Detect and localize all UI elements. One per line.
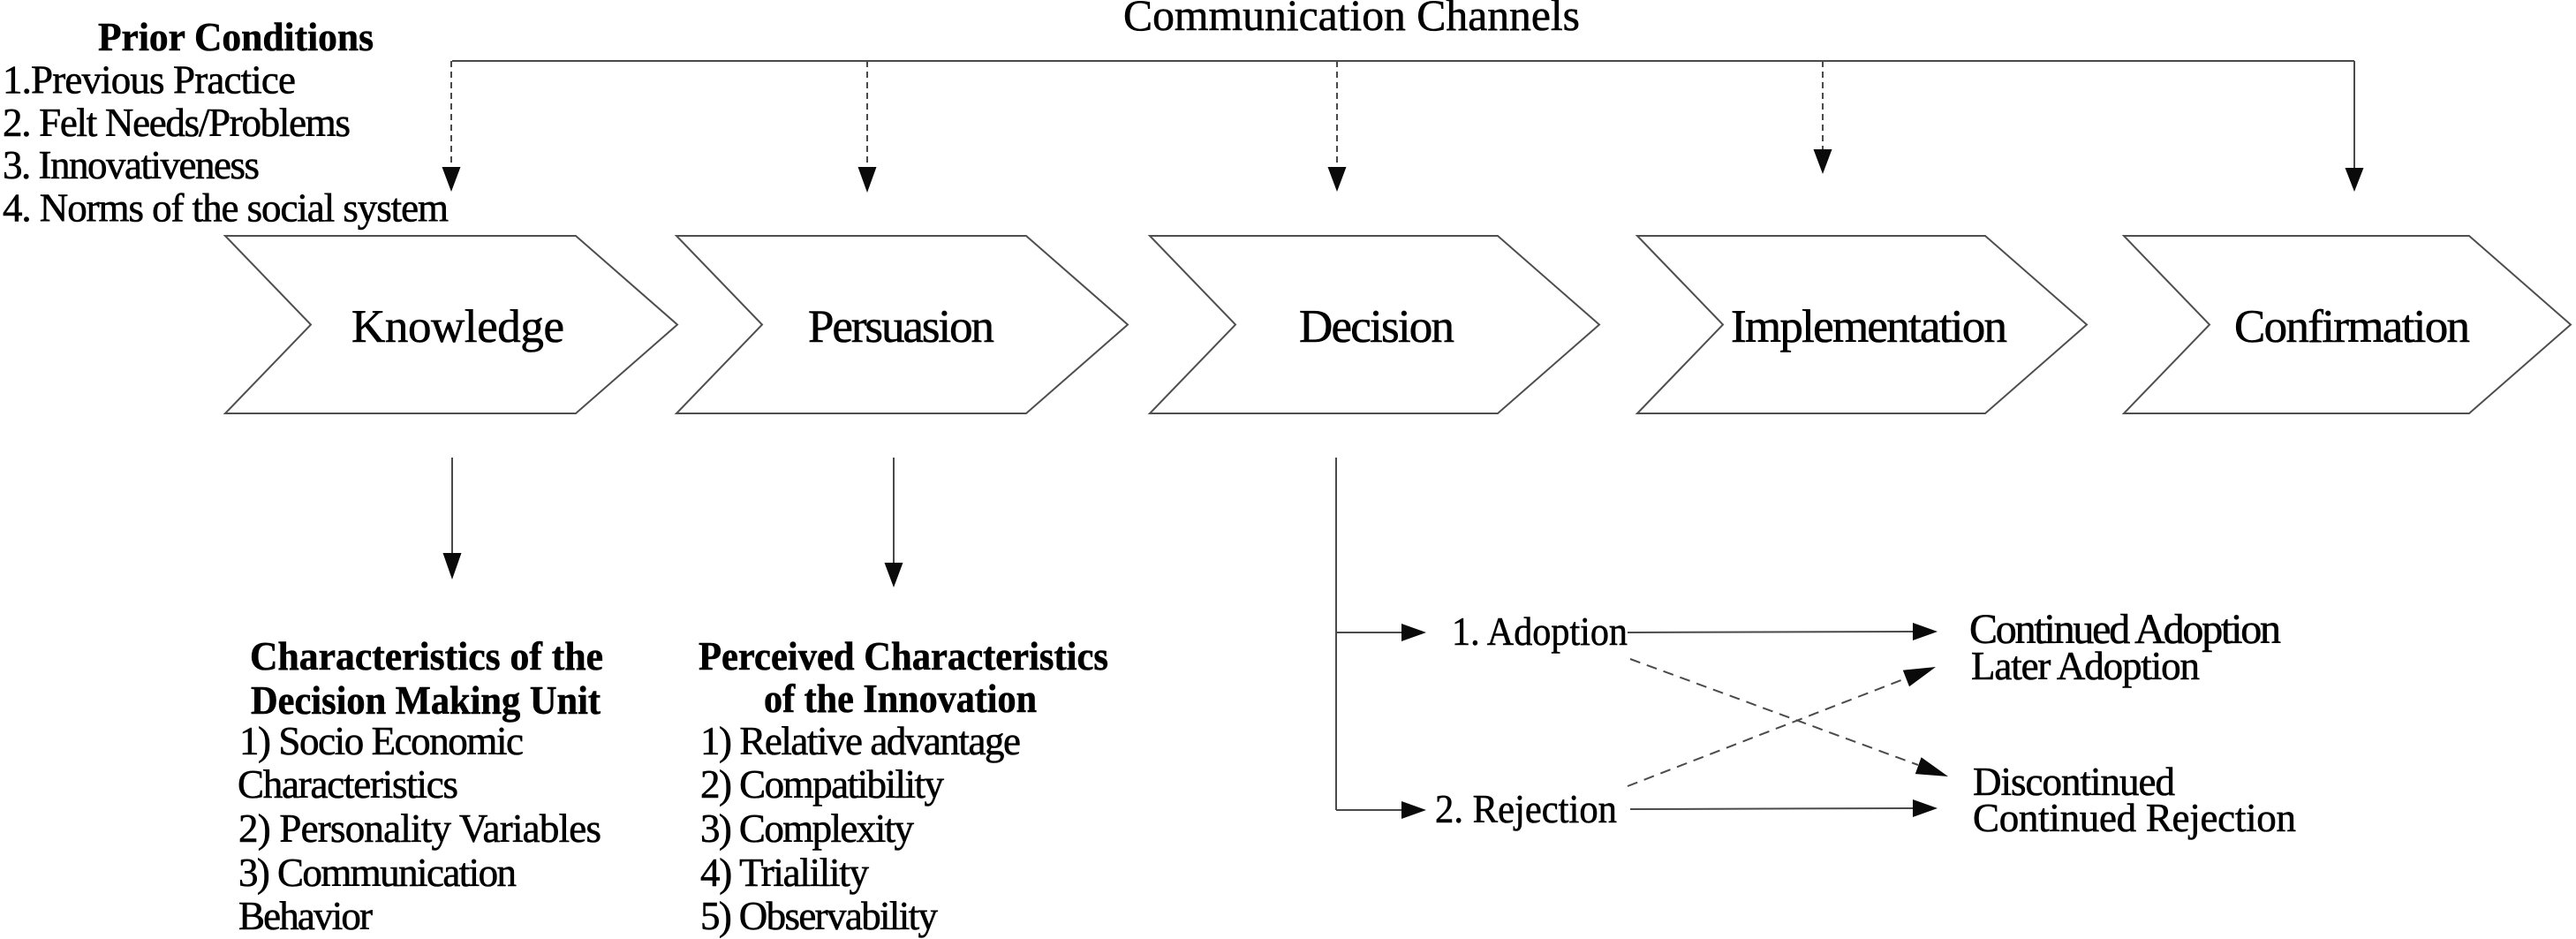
svg-text:1) Relative advantage: 1) Relative advantage [700, 719, 1021, 763]
svg-text:Prior Conditions: Prior Conditions [98, 14, 374, 59]
svg-text:Discontinued: Discontinued [1973, 760, 2175, 804]
svg-text:3) Communication: 3) Communication [238, 851, 517, 895]
svg-text:Continued Rejection: Continued Rejection [1973, 796, 2296, 840]
svg-text:Continued Adoption: Continued Adoption [1969, 606, 2281, 653]
svg-text:Communication Channels: Communication Channels [1123, 0, 1580, 40]
svg-text:1. Adoption: 1. Adoption [1452, 609, 1628, 654]
svg-text:3) Complexity: 3) Complexity [700, 806, 915, 851]
svg-text:Decision Making Unit: Decision Making Unit [251, 678, 601, 723]
svg-text:Knowledge: Knowledge [351, 301, 564, 352]
svg-text:5) Observability: 5) Observability [700, 894, 939, 938]
svg-text:1.Previous Practice: 1.Previous Practice [3, 58, 296, 102]
svg-text:Characteristics: Characteristics [238, 762, 458, 806]
svg-text:2. Felt Needs/Problems: 2. Felt Needs/Problems [3, 101, 351, 145]
svg-text:Implementation: Implementation [1731, 301, 2007, 352]
svg-text:2. Rejection: 2. Rejection [1435, 786, 1617, 831]
svg-text:Characteristics of the: Characteristics of the [250, 633, 603, 678]
svg-text:of the Innovation: of the Innovation [764, 676, 1037, 721]
svg-text:2) Compatibility: 2) Compatibility [700, 762, 945, 806]
svg-text:Decision: Decision [1299, 301, 1454, 352]
svg-text:4. Norms of the social system: 4. Norms of the social system [3, 186, 449, 231]
svg-text:1) Socio Economic: 1) Socio Economic [239, 719, 524, 763]
svg-text:Persuasion: Persuasion [808, 301, 994, 352]
svg-text:2) Personality Variables: 2) Personality Variables [238, 806, 601, 851]
svg-text:Behavior: Behavior [238, 894, 373, 938]
svg-text:Perceived Characteristics: Perceived Characteristics [699, 633, 1108, 678]
svg-text:Confirmation: Confirmation [2234, 301, 2470, 352]
svg-text:3. Innovativeness: 3. Innovativeness [3, 143, 260, 187]
svg-text:Later Adoption: Later Adoption [1971, 644, 2200, 688]
svg-text:4) Trialility: 4) Trialility [700, 851, 870, 895]
